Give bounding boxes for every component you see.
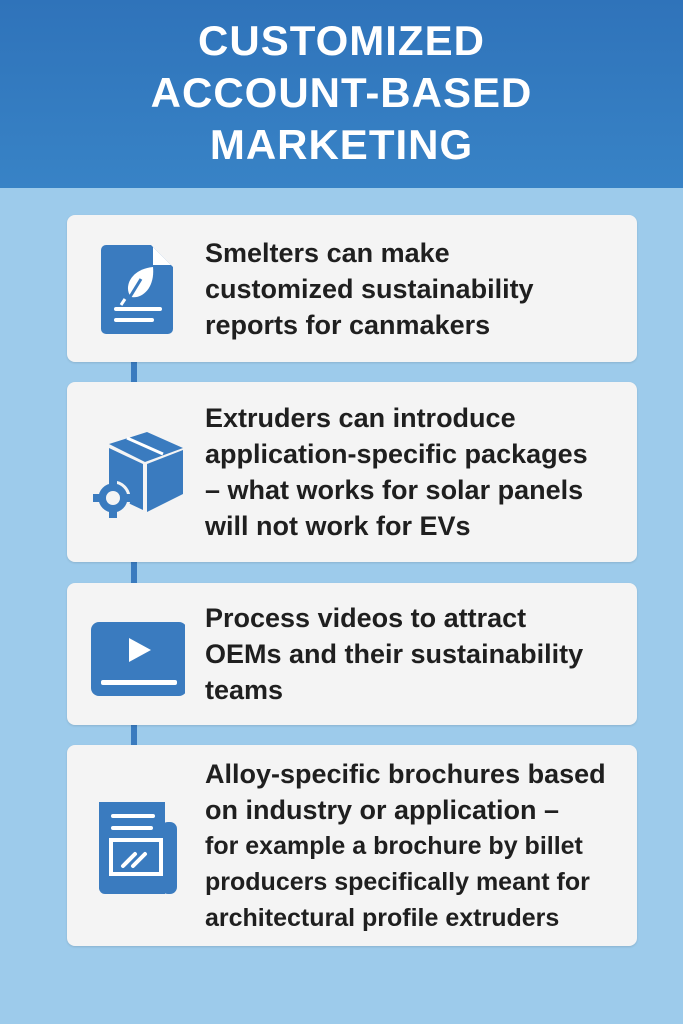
connector-line — [131, 560, 137, 585]
box-gear-icon — [93, 432, 183, 518]
connector-line — [131, 360, 137, 384]
text-line: Process videos to attract — [205, 603, 527, 633]
text-line: application-specific packages — [205, 439, 588, 469]
text-line: Smelters can make — [205, 237, 450, 268]
video-play-icon — [91, 622, 185, 696]
text-line: on industry or application – — [205, 794, 560, 825]
item-text: Smelters can make customized sustainabil… — [205, 235, 627, 343]
item-card-application-packages: Extruders can introduce application-spec… — [67, 382, 637, 562]
text-line: Extruders can introduce — [205, 403, 516, 433]
text-line: producers specifically meant for — [205, 867, 590, 896]
text-line: Alloy-specific brochures based — [205, 758, 606, 789]
item-card-process-videos: Process videos to attract OEMs and their… — [67, 583, 637, 725]
text-line: – what works for solar panels — [205, 475, 584, 505]
leaf-document-icon — [101, 244, 173, 334]
page-title: CUSTOMIZED ACCOUNT-BASED MARKETING — [150, 17, 533, 168]
text-line: for example a brochure by billet — [205, 831, 583, 860]
text-line: will not work for EVs — [205, 511, 471, 541]
connector-line — [131, 723, 137, 747]
text-line: reports for canmakers — [205, 309, 491, 340]
item-text: Alloy-specific brochures based on indust… — [205, 756, 627, 936]
text-line: teams — [205, 675, 284, 705]
text-line: architectural profile extruders — [205, 903, 560, 932]
text-line: OEMs and their sustainability — [205, 639, 584, 669]
brochure-icon — [99, 801, 177, 894]
item-card-alloy-brochures: Alloy-specific brochures based on indust… — [67, 745, 637, 946]
item-text: Process videos to attract OEMs and their… — [205, 600, 627, 708]
text-line: customized sustainability — [205, 273, 534, 304]
item-text: Extruders can introduce application-spec… — [205, 400, 627, 544]
header-banner: CUSTOMIZED ACCOUNT-BASED MARKETING — [0, 0, 683, 188]
item-card-sustainability-reports: Smelters can make customized sustainabil… — [67, 215, 637, 362]
